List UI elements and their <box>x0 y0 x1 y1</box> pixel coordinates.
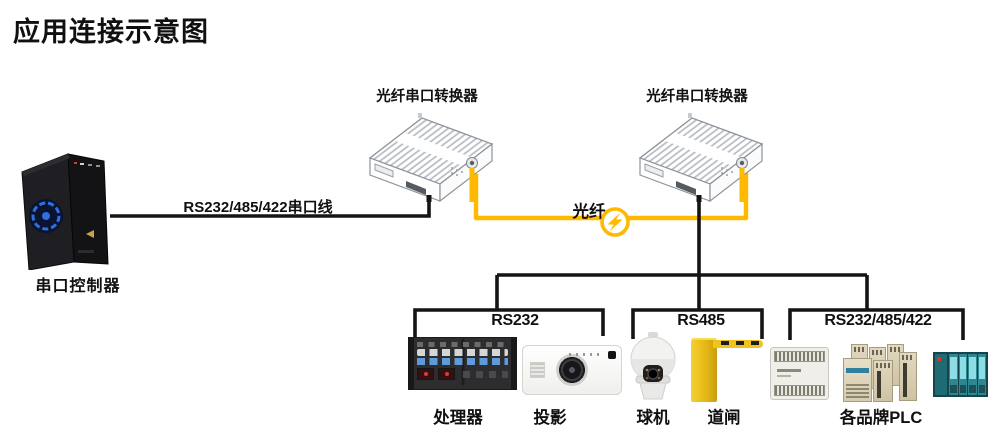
converter-right-label: 光纤串口转换器 <box>646 89 748 105</box>
fiber-label: 光纤 <box>572 203 606 221</box>
rs232-bracket <box>413 308 605 337</box>
page-title: 应用连接示意图 <box>13 17 209 47</box>
rs485-bracket <box>631 308 764 339</box>
plc-unit3-image <box>933 352 988 397</box>
plc-unit1-image <box>770 347 829 400</box>
dome-camera-label: 球机 <box>636 409 670 427</box>
serial-controller-label: 串口控制器 <box>35 278 121 295</box>
processor-label: 处理器 <box>433 409 483 427</box>
dome-camera-image <box>630 332 676 400</box>
projector-label: 投影 <box>533 409 567 427</box>
barrier-cabinet <box>691 338 717 402</box>
plc-label: 各品牌PLC <box>839 409 923 427</box>
trunk-rail <box>495 273 869 310</box>
fiber-surge-icon <box>600 207 630 237</box>
barrier-arm <box>713 340 763 348</box>
barrier-gate-label: 道闸 <box>707 409 741 427</box>
bus-rs232-label: RS232 <box>491 312 539 329</box>
processor-image <box>408 337 517 390</box>
rs422-bracket <box>788 308 965 340</box>
bus-rs485-label: RS485 <box>677 312 725 329</box>
serial-controller-image <box>21 153 109 270</box>
serial-cable-label: RS232/485/422串口线 <box>183 199 333 216</box>
converter-left-label: 光纤串口转换器 <box>376 89 478 105</box>
projector-image <box>522 345 622 395</box>
converter-left-image <box>368 113 494 202</box>
converter-right-image <box>638 113 764 202</box>
bus-rs422-label: RS232/485/422 <box>824 312 932 329</box>
